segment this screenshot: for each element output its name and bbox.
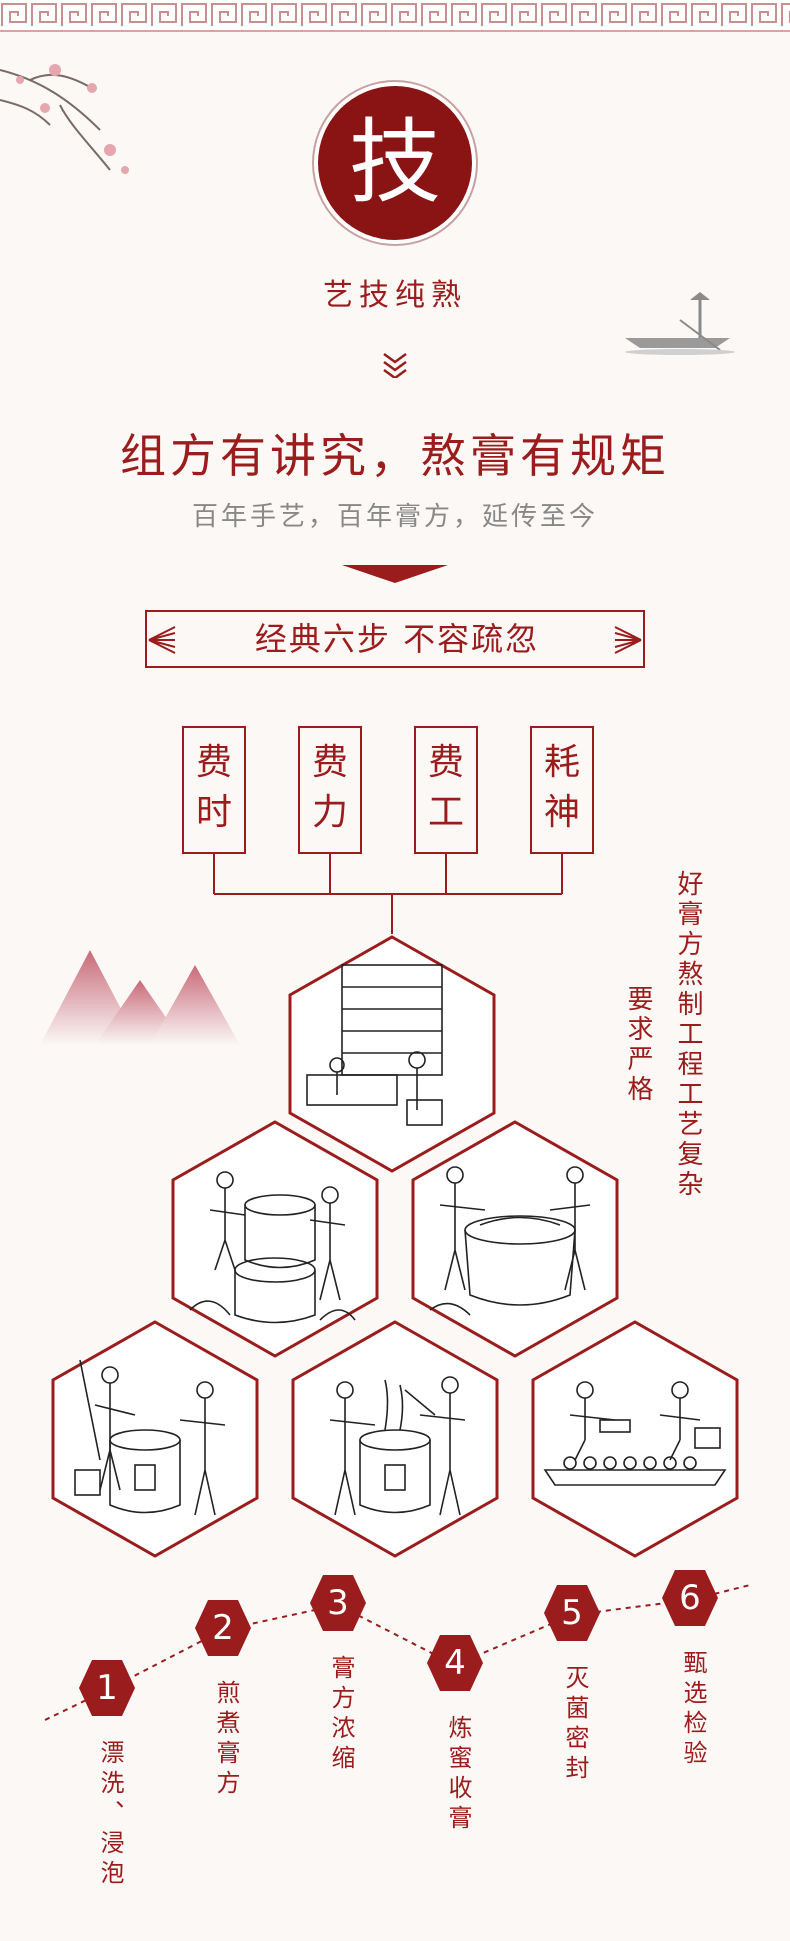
step-badge-5 [544, 1585, 600, 1641]
mountains-decoration [40, 950, 240, 1045]
triangle-divider [342, 565, 448, 583]
cost-box-bottom: 神 [543, 792, 580, 833]
fan-ornament-left [148, 626, 176, 654]
hexagon-illustration-sealing [531, 1320, 739, 1558]
step-label: 膏方浓缩 [327, 1655, 355, 1775]
plum-branch-decoration [0, 64, 129, 174]
headline: 组方有讲究，熬膏有规矩 [120, 429, 670, 483]
fret-border [0, 0, 790, 32]
cost-box-bottom: 力 [311, 792, 348, 833]
step-number: 4 [444, 1643, 466, 1683]
step-label: 炼蜜收膏 [444, 1715, 472, 1835]
step-badge-3 [310, 1575, 366, 1631]
step-label: 煎煮膏方 [212, 1680, 240, 1800]
box-connectors [213, 854, 563, 934]
hexagon-illustration-boiling [51, 1320, 259, 1558]
chevron-down-icon [383, 352, 407, 378]
step-number: 6 [679, 1578, 701, 1618]
step-number: 2 [212, 1608, 234, 1648]
step-badge-1 [79, 1660, 135, 1716]
banner-text: 经典六步 不容疏忽 [254, 620, 540, 658]
step-number: 3 [327, 1583, 349, 1623]
cost-box-labor: 费 工 [414, 726, 478, 854]
skill-emblem: 技 [318, 86, 472, 240]
boat-decoration [625, 292, 735, 355]
side-text-strict: 要求严格 [623, 985, 653, 1105]
cost-box-time: 费 时 [182, 726, 246, 854]
fan-ornament-right [614, 626, 642, 654]
cost-box-top: 费 [311, 742, 348, 783]
step-label: 漂洗、浸泡 [96, 1740, 124, 1890]
section-subtitle: 艺技纯熟 [323, 278, 467, 313]
subheadline: 百年手艺，百年膏方，延传至今 [191, 502, 598, 532]
hexagon-illustration-concentrating [291, 1320, 499, 1558]
hexagon-illustration-soaking [411, 1120, 619, 1358]
step-label: 甄选检验 [679, 1650, 707, 1770]
cost-box-effort: 费 力 [298, 726, 362, 854]
cost-box-bottom: 时 [195, 792, 232, 833]
fret-pattern [0, 0, 790, 30]
cost-box-spirit: 耗 神 [530, 726, 594, 854]
cost-box-top: 耗 [543, 742, 580, 783]
step-badge-6 [662, 1570, 718, 1626]
hexagon-illustration-washing [171, 1120, 379, 1358]
cost-box-bottom: 工 [427, 792, 464, 833]
step-number: 5 [561, 1593, 583, 1633]
step-number: 1 [96, 1668, 118, 1708]
step-badge-4 [427, 1635, 483, 1691]
step-label: 灭菌密封 [561, 1665, 589, 1785]
step-badge-2 [195, 1600, 251, 1656]
emblem-character: 技 [348, 109, 441, 216]
cost-box-top: 费 [427, 742, 464, 783]
six-steps-banner: 经典六步 不容疏忽 [145, 610, 645, 668]
cost-box-top: 费 [195, 742, 232, 783]
side-text-complex: 好膏方熬制工程工艺复杂 [673, 870, 703, 1200]
hexagon-illustration-drying-rack [288, 935, 496, 1173]
